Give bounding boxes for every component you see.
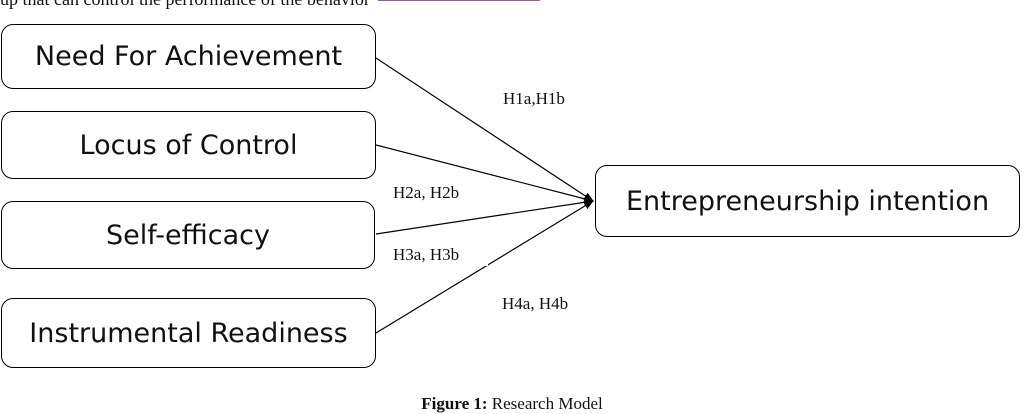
citation-link[interactable] [378, 0, 541, 1]
edge-h3 [375, 198, 594, 235]
edge-h1 [375, 57, 594, 202]
hypothesis-label-h1: H1a,H1b [503, 89, 565, 108]
top-text: up that can control the performance of t… [0, 0, 541, 10]
node-label: Need For Achievement [34, 41, 343, 72]
hypothesis-label-h4: H4a, H4b [502, 294, 569, 313]
figure-caption: Figure 1: Research Model [0, 394, 1024, 414]
node-label: Self-efficacy [106, 219, 270, 251]
figure-caption-text: Research Model [487, 394, 603, 413]
hypothesis-label-h3: H3a, H3b [393, 245, 460, 264]
node-entrepreneurship-intention: Entrepreneurship intention [595, 165, 1020, 237]
edge-h2 [375, 144, 594, 203]
node-label: Instrumental Readiness [29, 317, 348, 349]
hypothesis-label-h2: H2a, H2b [393, 183, 460, 202]
node-self-efficacy: Self-efficacy [1, 201, 375, 269]
figure-caption-prefix: Figure 1: [421, 394, 488, 413]
node-instrumental-readiness: Instrumental Readiness [1, 298, 376, 368]
node-need-for-achievement: Need For Achievement [1, 24, 376, 89]
node-label: Locus of Control [79, 129, 298, 161]
node-label: Entrepreneurship intention [625, 185, 990, 217]
top-text-content: up that can control the performance of t… [0, 0, 370, 9]
node-locus-of-control: Locus of Control [1, 111, 376, 179]
edge-h4 [375, 200, 594, 334]
